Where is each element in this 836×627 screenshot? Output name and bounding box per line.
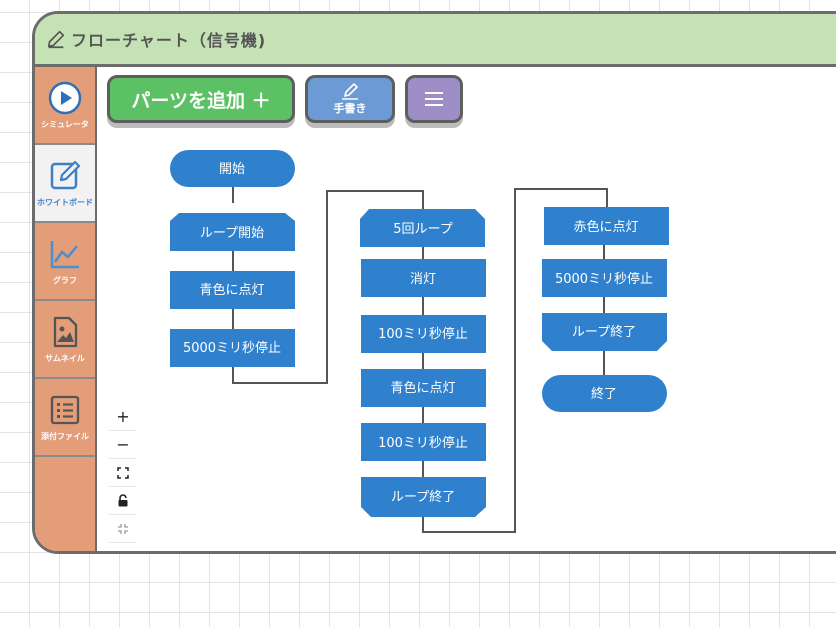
- play-icon: [48, 81, 82, 114]
- node-label: 開始: [219, 162, 245, 177]
- node-label: 5000ミリ秒停止: [555, 271, 653, 287]
- sidebar-item-attachments[interactable]: 添付ファイル: [35, 379, 95, 457]
- sidebar-item-thumbnail[interactable]: サムネイル: [35, 301, 95, 379]
- list-icon: [50, 395, 80, 424]
- title-bar: フローチャート（信号機): [35, 14, 836, 67]
- flow-node-process[interactable]: 消灯: [361, 259, 486, 297]
- sidebar-item-whiteboard[interactable]: ホワイトボード: [35, 145, 95, 223]
- flow-node-loop-start[interactable]: 5回ループ: [360, 209, 485, 247]
- flowchart-window: フローチャート（信号機) シミュレータ ホワイトボード グラフ: [32, 11, 836, 554]
- flow-node-process[interactable]: 5000ミリ秒停止: [542, 259, 667, 297]
- chart-icon: [50, 240, 79, 268]
- fit-view-icon: [117, 466, 129, 479]
- node-label: 100ミリ秒停止: [378, 326, 468, 342]
- sidebar-item-label: サムネイル: [45, 353, 85, 363]
- flow-node-loop-end[interactable]: ループ終了: [542, 313, 667, 351]
- sidebar-item-label: ホワイトボード: [37, 197, 93, 207]
- whiteboard-canvas[interactable]: 開始 ループ開始 青色に点灯 5000ミリ秒停止 5回ループ 消灯: [97, 67, 836, 551]
- flow-node-process[interactable]: 青色に点灯: [170, 271, 295, 309]
- edit-icon: [50, 160, 81, 189]
- flow-node-process[interactable]: 100ミリ秒停止: [361, 315, 486, 353]
- pencil-icon[interactable]: [45, 28, 67, 50]
- window-title[interactable]: フローチャート（信号機): [71, 31, 267, 50]
- image-icon: [53, 316, 78, 347]
- sidebar-item-label: シミュレータ: [41, 119, 89, 129]
- sidebar-item-label: 添付ファイル: [41, 431, 89, 441]
- flow-node-start[interactable]: 開始: [170, 150, 295, 187]
- node-label: 5回ループ: [393, 222, 453, 237]
- handwrite-button[interactable]: 手書き: [305, 75, 395, 123]
- connector: [422, 188, 608, 533]
- fit-view-button[interactable]: [109, 459, 137, 487]
- add-parts-button[interactable]: パーツを追加 ＋: [107, 75, 295, 123]
- flow-node-process[interactable]: 赤色に点灯: [544, 207, 669, 245]
- flow-node-loop-end[interactable]: ループ終了: [361, 477, 486, 517]
- sidebar-item-label: グラフ: [53, 275, 77, 285]
- node-label: ループ開始: [200, 226, 264, 241]
- pencil-icon: [342, 83, 358, 100]
- node-label: 青色に点灯: [199, 282, 264, 298]
- minimize-view-button[interactable]: [109, 515, 137, 543]
- node-label: ループ終了: [572, 324, 636, 340]
- connector: [232, 190, 424, 384]
- collapse-icon: [118, 523, 128, 534]
- menu-button[interactable]: [405, 75, 463, 123]
- zoom-controls: + −: [109, 403, 137, 543]
- node-label: 青色に点灯: [390, 380, 455, 396]
- sidebar-item-simulator[interactable]: シミュレータ: [35, 67, 95, 145]
- node-label: 赤色に点灯: [573, 219, 638, 235]
- hamburger-icon: [425, 92, 443, 106]
- flow-node-process[interactable]: 5000ミリ秒停止: [170, 329, 295, 367]
- sidebar-item-graph[interactable]: グラフ: [35, 223, 95, 301]
- node-label: 消灯: [410, 272, 436, 287]
- flow-node-process[interactable]: 青色に点灯: [361, 369, 486, 407]
- connectors: [232, 187, 608, 533]
- lock-button[interactable]: [109, 487, 137, 515]
- add-parts-label: パーツを追加 ＋: [131, 89, 271, 112]
- flow-node-end[interactable]: 終了: [542, 375, 667, 412]
- node-label: 終了: [591, 386, 617, 402]
- sidebar: シミュレータ ホワイトボード グラフ サムネイル: [35, 67, 97, 551]
- node-label: 100ミリ秒停止: [378, 435, 468, 451]
- handwrite-label: 手書き: [333, 102, 367, 115]
- zoom-in-button[interactable]: +: [109, 403, 137, 431]
- node-label: ループ終了: [391, 489, 455, 505]
- flow-node-process[interactable]: 100ミリ秒停止: [361, 423, 486, 461]
- flow-node-loop-start[interactable]: ループ開始: [170, 213, 295, 251]
- lock-icon: [118, 494, 128, 507]
- flowchart[interactable]: 開始 ループ開始 青色に点灯 5000ミリ秒停止 5回ループ 消灯: [97, 67, 836, 554]
- node-label: 5000ミリ秒停止: [183, 340, 281, 356]
- zoom-out-button[interactable]: −: [109, 431, 137, 459]
